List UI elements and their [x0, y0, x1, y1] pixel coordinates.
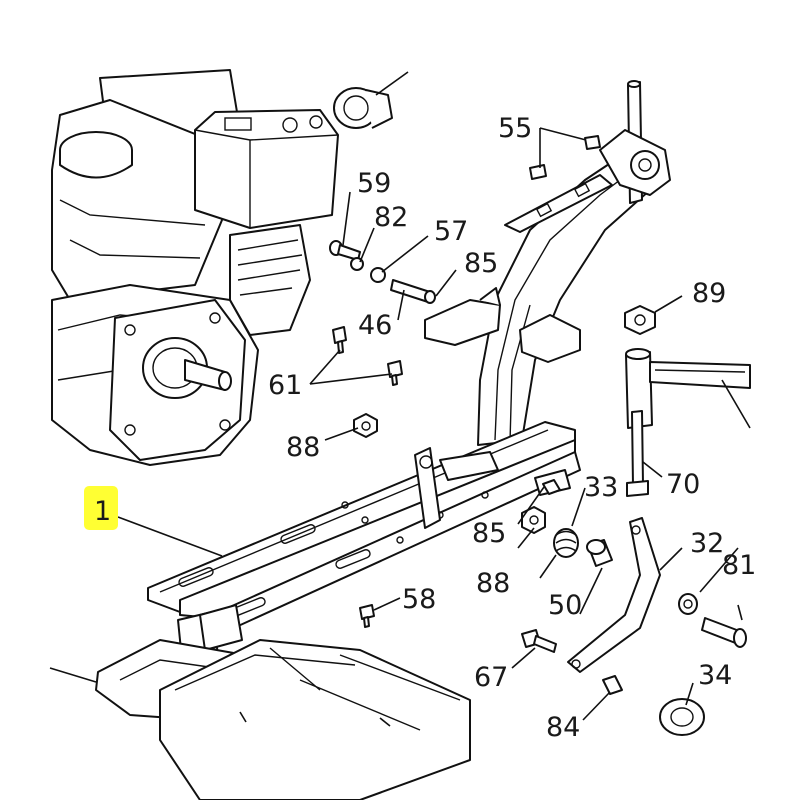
callout-50[interactable]: 50	[548, 590, 582, 621]
callout-67[interactable]: 67	[474, 662, 508, 693]
callout-85-upper[interactable]: 85	[464, 248, 498, 279]
callout-85-lower[interactable]: 85	[472, 518, 506, 549]
callout-1[interactable]: 1	[94, 496, 111, 527]
fasteners	[329, 135, 601, 653]
leader-lines	[117, 127, 739, 721]
frame-rail	[147, 421, 581, 661]
callout-labels: 1 55 59 82 57 85 46 89 61 88 33 70 85 88…	[94, 113, 756, 743]
callout-55[interactable]: 55	[498, 113, 532, 144]
callout-58[interactable]: 58	[402, 584, 436, 615]
callout-70[interactable]: 70	[666, 469, 700, 500]
handle-upright	[424, 80, 671, 446]
handlebar-parts	[539, 305, 751, 736]
callout-84[interactable]: 84	[546, 712, 580, 743]
callout-57[interactable]: 57	[434, 216, 468, 247]
callout-59[interactable]: 59	[357, 168, 391, 199]
callout-89[interactable]: 89	[692, 278, 726, 309]
callout-32[interactable]: 32	[690, 528, 724, 559]
callout-88-lower[interactable]: 88	[476, 568, 510, 599]
callout-34[interactable]: 34	[698, 660, 732, 691]
tine-shield	[49, 639, 471, 800]
callout-61[interactable]: 61	[268, 370, 302, 401]
callout-88-upper[interactable]: 88	[286, 432, 320, 463]
callout-33[interactable]: 33	[584, 472, 618, 503]
callout-46[interactable]: 46	[358, 310, 392, 341]
callout-81[interactable]: 81	[722, 550, 756, 581]
callout-1-highlight	[84, 486, 118, 530]
callout-82[interactable]: 82	[374, 202, 408, 233]
engine-assembly	[51, 69, 409, 466]
